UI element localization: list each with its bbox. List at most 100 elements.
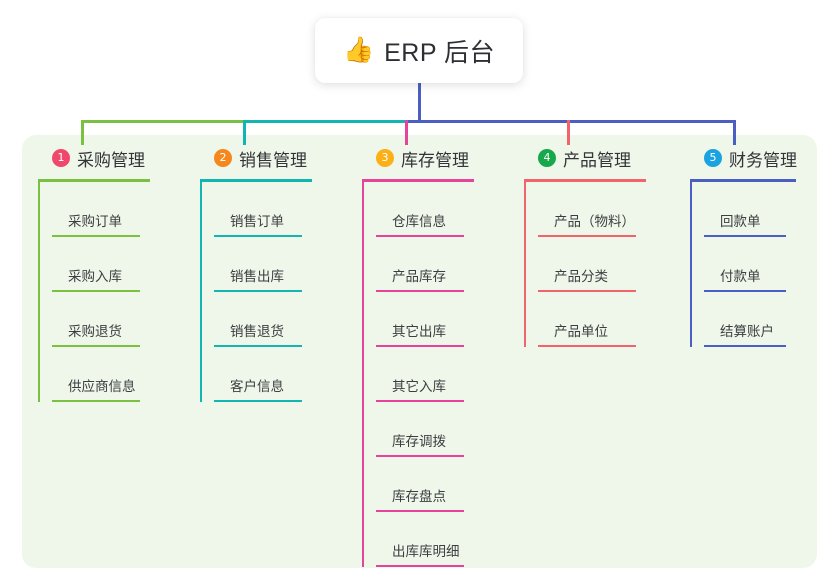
list-item-label: 产品单位 — [554, 324, 608, 339]
thumbs-up-icon: 👍 — [342, 36, 375, 64]
list-item-rule — [704, 235, 786, 237]
list-item[interactable]: 采购入库 — [52, 237, 188, 292]
list-item[interactable]: 供应商信息 — [52, 347, 188, 402]
list-item[interactable]: 库存盘点 — [376, 457, 512, 512]
list-item-label: 客户信息 — [230, 379, 284, 394]
column-badge-3: 3 — [376, 149, 394, 167]
list-item-rule — [376, 565, 464, 567]
list-item[interactable]: 销售出库 — [214, 237, 350, 292]
list-item-rule — [376, 290, 464, 292]
column-header-3[interactable]: 3 库存管理 — [362, 145, 512, 171]
list-item-label: 其它出库 — [392, 324, 446, 339]
column-spine-3 — [362, 182, 364, 567]
list-item[interactable]: 采购订单 — [52, 182, 188, 237]
connector-branch-1 — [81, 120, 246, 123]
connector-trunk — [418, 83, 421, 123]
column-header-rule-2 — [200, 179, 312, 182]
root-node[interactable]: 👍 ERP 后台 — [315, 18, 523, 83]
column-title-2: 销售管理 — [239, 150, 307, 170]
column-header-rule-4 — [524, 179, 646, 182]
list-item[interactable]: 其它出库 — [376, 292, 512, 347]
root-node-label: ERP 后台 — [384, 38, 496, 67]
list-item[interactable]: 销售退货 — [214, 292, 350, 347]
column-1: 1 采购管理采购订单采购入库采购退货供应商信息 — [38, 145, 188, 402]
list-item-rule — [214, 345, 302, 347]
list-item-label: 销售出库 — [230, 269, 284, 284]
list-item-rule — [214, 235, 302, 237]
list-item[interactable]: 产品（物料） — [538, 182, 674, 237]
column-badge-1: 1 — [52, 149, 70, 167]
list-item-label: 销售退货 — [230, 324, 284, 339]
column-spine-5 — [690, 182, 692, 347]
column-2: 2 销售管理销售订单销售出库销售退货客户信息 — [200, 145, 350, 402]
list-item-rule — [376, 510, 464, 512]
list-item-label: 采购入库 — [68, 269, 122, 284]
column-header-1[interactable]: 1 采购管理 — [38, 145, 188, 171]
list-item-label: 产品（物料） — [554, 214, 635, 229]
list-item[interactable]: 结算账户 — [704, 292, 839, 347]
list-item-label: 销售订单 — [230, 214, 284, 229]
diagram-panel — [22, 135, 817, 568]
list-item-rule — [376, 400, 464, 402]
list-item[interactable]: 仓库信息 — [376, 182, 512, 237]
list-item[interactable]: 产品库存 — [376, 237, 512, 292]
list-item-label: 采购订单 — [68, 214, 122, 229]
list-item-rule — [52, 290, 140, 292]
list-item-label: 其它入库 — [392, 379, 446, 394]
list-item[interactable]: 采购退货 — [52, 292, 188, 347]
list-item-rule — [376, 345, 464, 347]
list-item[interactable]: 客户信息 — [214, 347, 350, 402]
list-item-label: 产品分类 — [554, 269, 608, 284]
column-badge-5: 5 — [704, 149, 722, 167]
list-item[interactable]: 付款单 — [704, 237, 839, 292]
connector-branch-3 — [405, 120, 570, 123]
connector-drop-5 — [733, 120, 736, 145]
list-item-label: 付款单 — [720, 269, 761, 284]
list-item-rule — [704, 345, 786, 347]
list-item-rule — [52, 235, 140, 237]
list-item-rule — [538, 345, 636, 347]
column-items-4: 产品（物料） 产品分类产品单位 — [524, 182, 674, 347]
column-title-4: 产品管理 — [563, 150, 631, 170]
column-badge-4: 4 — [538, 149, 556, 167]
list-item[interactable]: 销售订单 — [214, 182, 350, 237]
list-item-label: 采购退货 — [68, 324, 122, 339]
column-spine-4 — [524, 182, 526, 347]
column-header-rule-1 — [38, 179, 150, 182]
column-spine-1 — [38, 182, 40, 402]
column-3: 3 库存管理仓库信息产品库存其它出库其它入库库存调拨库存盘点出库库明细 — [362, 145, 512, 567]
list-item[interactable]: 产品分类 — [538, 237, 674, 292]
list-item[interactable]: 其它入库 — [376, 347, 512, 402]
column-badge-2: 2 — [214, 149, 232, 167]
column-items-3: 仓库信息产品库存其它出库其它入库库存调拨库存盘点出库库明细 — [362, 182, 512, 567]
list-item-label: 产品库存 — [392, 269, 446, 284]
column-title-3: 库存管理 — [401, 150, 469, 170]
column-header-rule-3 — [362, 179, 474, 182]
list-item-label: 结算账户 — [720, 324, 774, 339]
list-item-rule — [538, 235, 636, 237]
connector-branch-4 — [567, 120, 736, 123]
connector-drop-2 — [243, 120, 246, 145]
connector-drop-4 — [567, 120, 570, 145]
column-items-5: 回款单付款单结算账户 — [690, 182, 839, 347]
column-items-2: 销售订单销售出库销售退货客户信息 — [200, 182, 350, 402]
connector-branch-2 — [243, 120, 408, 123]
column-header-2[interactable]: 2 销售管理 — [200, 145, 350, 171]
list-item-rule — [376, 455, 464, 457]
list-item[interactable]: 回款单 — [704, 182, 839, 237]
list-item-rule — [538, 290, 636, 292]
list-item[interactable]: 库存调拨 — [376, 402, 512, 457]
list-item[interactable]: 产品单位 — [538, 292, 674, 347]
column-header-4[interactable]: 4 产品管理 — [524, 145, 674, 171]
list-item-rule — [52, 400, 140, 402]
list-item-rule — [52, 345, 140, 347]
column-header-rule-5 — [690, 179, 796, 182]
column-title-1: 采购管理 — [77, 150, 145, 170]
column-header-5[interactable]: 5 财务管理 — [690, 145, 839, 171]
list-item-label: 仓库信息 — [392, 214, 446, 229]
list-item[interactable]: 出库库明细 — [376, 512, 512, 567]
connector-drop-3 — [405, 120, 408, 145]
list-item-label: 供应商信息 — [68, 379, 136, 394]
column-title-5: 财务管理 — [729, 150, 797, 170]
list-item-rule — [214, 290, 302, 292]
